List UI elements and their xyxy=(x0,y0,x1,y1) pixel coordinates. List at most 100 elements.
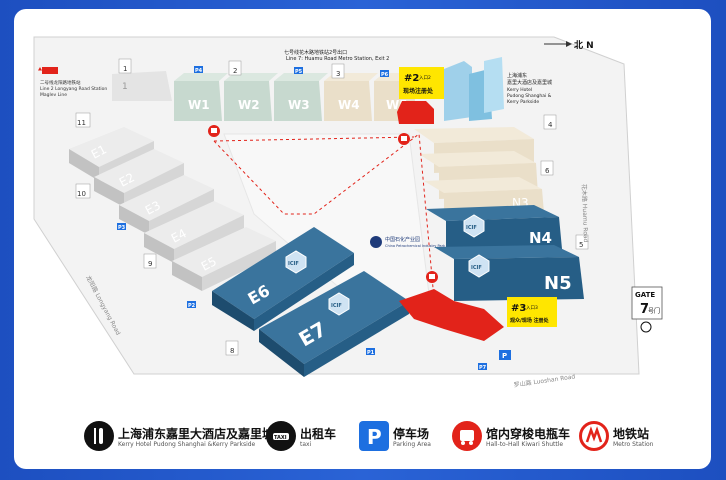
svg-text:11: 11 xyxy=(77,119,86,127)
svg-text:嘉里大酒店及嘉里城: 嘉里大酒店及嘉里城 xyxy=(507,79,552,86)
gate-marker: 4 xyxy=(543,114,557,130)
svg-text:3: 3 xyxy=(336,70,340,78)
svg-text:ICIF: ICIF xyxy=(471,265,482,271)
svg-text:二号线龙阳路地铁站: 二号线龙阳路地铁站 xyxy=(40,79,81,86)
svg-text:Kerry Hotel: Kerry Hotel xyxy=(507,87,532,93)
svg-text:P4: P4 xyxy=(195,68,203,74)
svg-text:P2: P2 xyxy=(188,303,196,309)
svg-text:W1: W1 xyxy=(188,98,210,112)
svg-text:观众/现场 注册处: 观众/现场 注册处 xyxy=(510,317,550,324)
parking-icon: P7 xyxy=(478,363,487,371)
svg-text:入口3: 入口3 xyxy=(526,305,538,311)
shuttle-route xyxy=(213,133,435,300)
huamu-road-label: 花木路 Huamu Road xyxy=(580,184,590,243)
kerry-hotel-building: 上海浦东 嘉里大酒店及嘉里城 Kerry Hotel Pudong Shangh… xyxy=(444,57,552,121)
map-card: 北 N 七号线花木路地铁站2号出口 Line 7: Huamu Road Met… xyxy=(14,9,711,469)
gate-marker: 9 xyxy=(143,253,157,269)
svg-text:Maglev Line: Maglev Line xyxy=(40,92,67,98)
legend-item-taxi: TAXI 出租车 taxi xyxy=(266,419,346,459)
hall-w3[interactable]: W3 xyxy=(274,73,328,121)
gate-marker: 5 xyxy=(575,234,589,250)
luoshan-road-label: 罗山路 Luoshan Road xyxy=(513,372,576,389)
svg-text:E5: E5 xyxy=(199,254,219,274)
gate-marker: 6 xyxy=(540,160,554,176)
parking-icon: P2 xyxy=(187,301,196,309)
gate-marker: 1 xyxy=(118,58,132,74)
entrance-3[interactable]: #3 入口3 观众/现场 注册处 xyxy=(399,289,557,341)
svg-text:Line 2 Longyang Road Station: Line 2 Longyang Road Station xyxy=(40,86,107,92)
svg-text:Kerry Parkside: Kerry Parkside xyxy=(507,99,539,105)
gate-marker: 3 xyxy=(331,63,345,79)
svg-text:现场注册处: 现场注册处 xyxy=(403,87,434,95)
svg-text:W2: W2 xyxy=(238,98,260,112)
hall-w4[interactable]: W4 xyxy=(324,73,378,121)
gate-7-marker: GATE 7 号门 xyxy=(631,286,663,333)
svg-text:6: 6 xyxy=(545,167,550,175)
legend-item-metro: 地铁站 Metro Station xyxy=(579,419,669,459)
svg-text:入口2: 入口2 xyxy=(419,75,431,81)
legend-item-shuttle: 馆内穿梭电瓶车 Hall-to-Hall Kiwari Shuttle xyxy=(452,419,572,459)
parking-icon: P5 xyxy=(294,67,303,75)
metro-icon xyxy=(579,421,609,451)
hall-e4[interactable]: E4 xyxy=(144,201,244,263)
svg-text:E2: E2 xyxy=(117,170,137,190)
shuttle-stop-icon xyxy=(398,133,410,145)
svg-text:5: 5 xyxy=(579,241,583,249)
svg-text:P6: P6 xyxy=(381,72,389,78)
gate-marker: 2 xyxy=(228,60,242,76)
svg-text:中国石化产业园: 中国石化产业园 xyxy=(385,236,420,243)
hall-n5[interactable]: N5 ICIF xyxy=(434,245,584,301)
hall-w2[interactable]: W2 xyxy=(224,73,278,121)
svg-text:TAXI: TAXI xyxy=(274,435,287,441)
metro-exit-en: Line 7: Huamu Road Metro Station, Exit 2 xyxy=(286,56,389,62)
metro-exit-cn: 七号线花木路地铁站2号出口 xyxy=(284,49,347,56)
china-petrochem-logo: 中国石化产业园 China Petrochemical Industry Par… xyxy=(370,236,446,248)
svg-text:ICIF: ICIF xyxy=(331,303,342,309)
svg-text:Pudong Shanghai &: Pudong Shanghai & xyxy=(507,93,552,99)
line2-note: 二号线龙阳路地铁站 Line 2 Longyang Road Station M… xyxy=(38,67,107,98)
parking-icon: P xyxy=(359,421,389,451)
svg-text:P7: P7 xyxy=(479,365,487,371)
shuttle-stop-icon xyxy=(208,125,220,137)
svg-text:ICIF: ICIF xyxy=(466,225,477,231)
svg-text:P: P xyxy=(367,425,382,449)
venue-map: 北 N 七号线花木路地铁站2号出口 Line 7: Huamu Road Met… xyxy=(33,36,663,389)
hall-e6[interactable]: E6 ICIF xyxy=(212,227,354,331)
legend-item-hotel: 上海浦东嘉里大酒店及嘉里城 Kerry Hotel Pudong Shangha… xyxy=(84,419,274,459)
svg-text:10: 10 xyxy=(77,190,86,198)
svg-text:E4: E4 xyxy=(169,226,189,246)
svg-text:E3: E3 xyxy=(143,198,163,218)
svg-text:W4: W4 xyxy=(338,98,360,112)
hall-e5[interactable]: E5 xyxy=(172,227,276,291)
parking-icon: P6 xyxy=(380,70,389,78)
svg-text:4: 4 xyxy=(548,121,553,129)
gate-marker: 8 xyxy=(225,340,239,356)
gate-marker: 11 xyxy=(75,112,91,128)
hall-n4[interactable]: N4 ICIF xyxy=(426,205,562,253)
svg-text:9: 9 xyxy=(148,260,152,268)
parking-icon: P4 xyxy=(194,66,203,74)
parking-icon: P xyxy=(499,350,511,360)
svg-text:#2: #2 xyxy=(404,73,419,84)
shuttle-stop-icon xyxy=(426,271,438,283)
svg-text:1: 1 xyxy=(122,82,128,92)
svg-text:N5: N5 xyxy=(544,273,572,294)
svg-text:E1: E1 xyxy=(89,142,109,162)
entrance-2[interactable]: #2 入口2 现场注册处 xyxy=(397,67,444,124)
north-label: 北 N xyxy=(574,39,594,51)
shuttle-bus-icon xyxy=(452,421,482,451)
svg-text:#3: #3 xyxy=(511,303,526,314)
svg-text:号门: 号门 xyxy=(648,307,660,315)
hall-e7[interactable]: E7 ICIF xyxy=(259,271,409,377)
parking-icon: P1 xyxy=(366,348,375,356)
north-arrow: 北 N xyxy=(544,39,594,51)
hall-w1[interactable]: W1 xyxy=(174,73,228,121)
svg-text:W3: W3 xyxy=(288,98,310,112)
svg-text:P: P xyxy=(502,352,507,360)
svg-text:7: 7 xyxy=(640,302,649,317)
svg-text:N4: N4 xyxy=(529,229,552,247)
taxi-icon: TAXI xyxy=(266,421,296,451)
svg-text:GATE: GATE xyxy=(635,291,655,299)
gate1-block: 1 xyxy=(112,71,172,101)
